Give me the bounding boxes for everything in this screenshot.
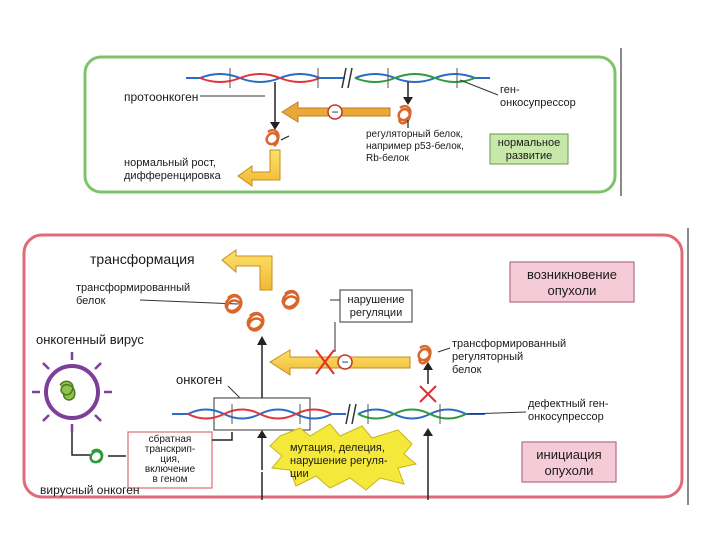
oncogenic-virus-label: онкогенный вирус [36, 332, 144, 347]
normal-development-box [489, 133, 569, 165]
viral-oncogene-icon [89, 448, 104, 464]
mutation-burst-label-2: нарушение регуля- [290, 455, 388, 467]
viral-oncogene-label: вирусный онкоген [40, 483, 140, 497]
suppressor-block-cross [419, 385, 437, 403]
tumor-initiation-box [521, 441, 617, 483]
tumor-origin-box [509, 261, 635, 303]
transformed-protein-cluster-3 [246, 311, 265, 332]
transformation-label: трансформация [90, 251, 195, 267]
tumor-origin-label-2: опухоли [548, 283, 597, 298]
mutation-burst [269, 423, 418, 491]
gene-suppressor-label-1: ген- [500, 84, 520, 96]
top-minus-sign: − [331, 105, 338, 119]
transformed-regulatory-protein-label-2: регуляторный [452, 351, 523, 363]
oncogene-label: онкоген [176, 372, 222, 387]
top-dna-strand [186, 67, 490, 89]
reverse-transcription-label-1: сбратная [149, 433, 192, 445]
regulatory-protein-label-3: Rb-белок [366, 152, 409, 164]
reverse-transcription-label-4: включение [145, 464, 196, 475]
defective-suppressor-label-2: онкосупрессор [528, 411, 604, 423]
normal-growth-label-1: нормальный рост, [124, 157, 216, 169]
transformed-regulatory-protein-label-1: трансформированный [452, 338, 566, 350]
regulation-disorder-label-2: регуляции [350, 307, 402, 319]
reverse-transcription-label-3: ция, [160, 454, 180, 465]
transformed-regulatory-protein-label-3: белок [452, 364, 482, 376]
tumor-initiation-label-1: инициация [536, 447, 601, 462]
tumor-origin-label-1: возникновение [527, 267, 617, 282]
regulatory-protein-label-1: регуляторный белок, [366, 128, 463, 140]
virus-icon [32, 352, 112, 432]
regulatory-protein-icon [397, 104, 412, 128]
regulation-disorder-label-1: нарушение [348, 294, 405, 306]
protooncogene-protein-icon [265, 128, 290, 147]
normal-growth-label-2: дифференцировка [124, 170, 222, 182]
bottom-minus-sign: − [341, 355, 348, 369]
normal-development-label-1: нормальное [498, 137, 560, 149]
transformed-regulatory-protein-icon [417, 344, 432, 365]
transformation-arrow [221, 249, 273, 291]
mutation-burst-label-1: мутация, делеция, [290, 442, 385, 454]
gene-suppressor-label-2: онкосупрессор [500, 97, 576, 109]
top-panel [83, 55, 617, 194]
reverse-transcription-label-5: в геном [152, 474, 187, 485]
regulation-disorder-box [339, 289, 413, 323]
transformed-protein-cluster-1 [224, 293, 243, 314]
mutation-burst-label-3: ции [290, 468, 309, 480]
tumor-initiation-label-2: опухоли [545, 463, 594, 478]
reverse-transcription-label-2: транскрип- [145, 444, 196, 455]
normal-growth-arrow [237, 149, 281, 187]
transformed-protein-cluster-2 [281, 289, 300, 310]
bottom-inhibition-arrow: − [269, 349, 411, 376]
top-inhibition-arrow: − [281, 101, 391, 123]
defective-suppressor-label-1: дефектный ген- [528, 398, 609, 410]
normal-development-label-2: развитие [506, 150, 552, 162]
reverse-transcription-box [127, 431, 213, 489]
bottom-dna-strand [172, 403, 485, 425]
transformed-protein-label-2: белок [76, 295, 106, 307]
protooncogene-label: протоонкоген [124, 90, 198, 104]
regulatory-protein-label-2: например р53-белок, [366, 140, 464, 152]
transformed-protein-label-1: трансформированный [76, 282, 190, 294]
